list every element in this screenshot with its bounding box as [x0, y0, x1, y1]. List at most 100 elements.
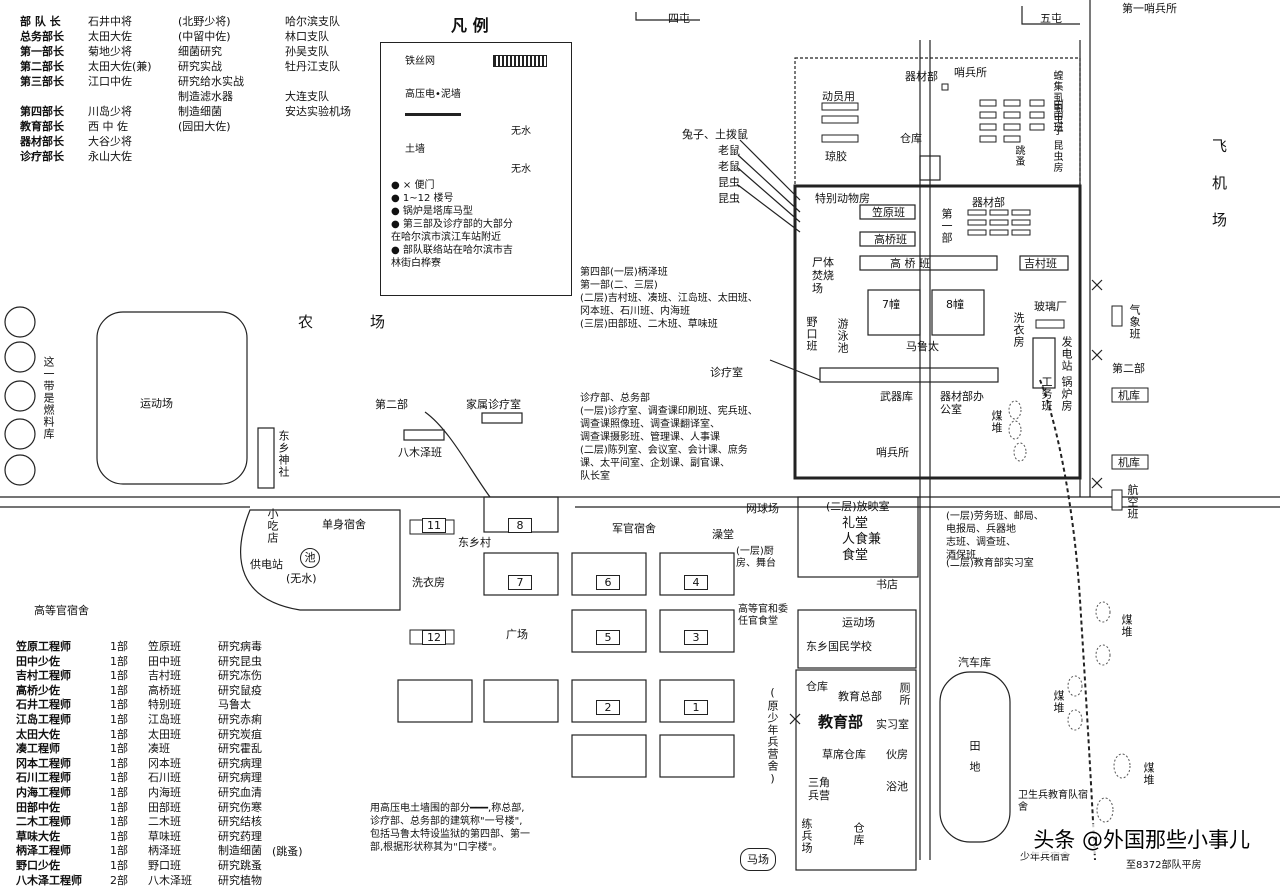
legend-box: 凡 例 铁丝网 高压电•泥墙 无水 土墙 无水 ● × 便门● 1~12 楼号●…	[380, 18, 572, 296]
label-equip2: 器材部	[972, 196, 1005, 209]
label-coal-4: 煤堆	[1142, 762, 1155, 786]
label-airfield: 飞机场	[1210, 138, 1228, 249]
building-3: 3	[684, 630, 708, 645]
label-sentry-top: 哨兵所	[954, 66, 987, 79]
building-2: 2	[596, 700, 620, 715]
engineer-teams: 笠原班田中班吉村班 高桥班特别班江岛班 太田班凑班冈本班 石川班内海班田部班 二…	[148, 640, 192, 887]
label-warehouse: 仓库	[900, 132, 922, 145]
label-crafts: 工务班	[1040, 376, 1053, 412]
bottom-note: 用高压电土墙围的部分━━━,称总部,诊疗部、总务部的建筑称"一号楼", 包括马鲁…	[370, 803, 530, 853]
label-shrine: 东乡神社	[277, 430, 290, 478]
label-ware2: 仓库	[806, 680, 828, 693]
label-snack: 小吃店	[266, 508, 279, 544]
building-6: 6	[596, 575, 620, 590]
label-boiler: 锅炉房	[1060, 376, 1073, 412]
label-maruta: 马鲁太	[906, 340, 939, 353]
admin-notes: 诊疗部、总务部(一层)诊疗室、调查课印刷班、宪兵班、 调查课照像班、调查课翻译室…	[580, 393, 758, 482]
label-drill: 练兵场	[800, 818, 813, 854]
personnel-roles: 部 队 长总务部长第一部长 第二部长第三部长 第四部长教育部长器材部长 诊疗部长	[20, 15, 64, 163]
label-hangar-1: 机库	[1118, 389, 1140, 402]
label-bath: 澡堂	[712, 528, 734, 541]
label-garage: 汽车库	[958, 656, 991, 669]
label-animals: 兔子、土拨鼠	[682, 128, 748, 141]
label-insect-1: 昆虫	[718, 176, 740, 189]
label-takahashi-long: 高 桥 班	[890, 257, 930, 270]
label-fuel: 这一带是燃料库	[42, 356, 55, 440]
label-square: 广场	[506, 628, 528, 641]
label-coal-2: 煤堆	[1120, 614, 1133, 638]
label-laundry-r: 洗衣房	[1012, 312, 1025, 348]
wall-line-icon	[405, 113, 461, 116]
label-cinema: (二层)放映室	[826, 500, 890, 513]
label-yagisawa: 八木泽班	[398, 446, 442, 459]
label-tennis: 网球场	[746, 502, 779, 515]
label-insect-2: 昆虫	[718, 192, 740, 205]
label-toilet: 厕所	[898, 682, 911, 706]
building-12: 12	[422, 630, 446, 645]
label-ware3: 仓库	[852, 822, 865, 846]
label-part1: 第一部	[940, 208, 953, 244]
label-sentry1: 第一哨兵所	[1122, 2, 1177, 15]
label-rat-2: 老鼠	[718, 160, 740, 173]
label-clinic: 诊疗室	[710, 366, 743, 379]
label-barn: 草席仓库	[822, 748, 866, 761]
label-b8: 8幢	[946, 298, 964, 311]
label-special-animal: 特别动物房	[815, 192, 870, 205]
label-laundry: 洗衣房	[412, 576, 445, 589]
label-kasahara: 笠原班	[872, 206, 905, 219]
label-edu: 教育部	[818, 713, 864, 731]
personnel-branches: 哈尔滨支队林口支队孙吴支队 牡丹江支队大连支队 安达实验机场	[285, 15, 351, 118]
label-insect-house: 昆虫房	[1051, 140, 1062, 173]
label-practice: 实习室	[876, 718, 909, 731]
label-sitian: 四屯	[668, 12, 690, 25]
label-noguchi: 野口班	[805, 316, 818, 352]
label-mobile: 动员用	[822, 90, 855, 103]
label-b7: 7幢	[882, 298, 900, 311]
building-11: 11	[422, 518, 446, 533]
label-single-dorm: 单身宿舍	[322, 518, 366, 531]
label-kitchen-note: (一层)厨房、舞台	[736, 546, 776, 569]
barbed-wire-icon	[493, 55, 547, 67]
legend-title: 凡 例	[451, 16, 489, 35]
label-tri: 三角兵营	[808, 776, 830, 802]
label-edu-main: 教育总部	[838, 690, 882, 703]
label-youth-barracks: (原少年兵营舍)	[766, 686, 779, 786]
label-field: 田地	[968, 740, 981, 782]
label-part2: 第二部	[375, 398, 408, 411]
label-rat-1: 老鼠	[718, 144, 740, 157]
label-aviation: 航空班	[1126, 484, 1139, 520]
label-part2-right: 第二部	[1112, 362, 1145, 375]
part4-notes: 第四部(一层)柄泽班第一部(二、三层)(二层)吉村班、凑班、江岛班、太田班、 冈…	[580, 267, 758, 330]
label-mess: 伙房	[886, 748, 908, 761]
label-equip-office: 器材部办公室	[940, 390, 984, 416]
building-8: 8	[508, 518, 532, 533]
label-family-clinic: 家属诊疗室	[466, 398, 521, 411]
building-4: 4	[684, 575, 708, 590]
personnel-names: 石井中将太田大佐菊地少将 太田大佐(兼)江口中佐 川岛少将西 中 佐大谷少将 永…	[88, 15, 152, 163]
label-farm-2: 场	[370, 313, 386, 331]
label-wutun: 五屯	[1040, 12, 1062, 25]
label-coal-3: 煤堆	[1052, 690, 1065, 714]
label-bathhouse: 浴池	[886, 780, 908, 793]
legend-nowater-1: 无水	[511, 126, 531, 137]
label-officer-dorm: 军官宿舍	[612, 522, 656, 535]
building-7: 7	[508, 575, 532, 590]
building-5: 5	[596, 630, 620, 645]
label-corpse: 尸体焚烧场	[812, 256, 834, 295]
building-1: 1	[684, 700, 708, 715]
label-pond-note: (无水)	[286, 572, 317, 585]
engineer-research: 研究病毒研究昆虫研究冻伤 研究鼠疫马鲁太研究赤痢 研究炭疽研究霍乱研究病理 研究…	[218, 640, 262, 887]
label-sports2: 运动场	[842, 616, 875, 629]
label-hall: 礼堂 人食兼 食堂	[842, 516, 882, 563]
label-gelatin: 琼胶	[825, 150, 847, 163]
legend-barbed-wire: 铁丝网	[405, 56, 435, 67]
label-horse: 马场	[740, 848, 776, 871]
label-yoshimura: 吉村班	[1024, 257, 1057, 270]
research-note: (跳蚤)	[272, 845, 303, 858]
label-sports: 运动场	[140, 397, 173, 410]
label-flea: 跳蚤	[1013, 145, 1024, 167]
label-weather: 气象班	[1128, 304, 1141, 340]
label-power-supply: 供电站	[250, 558, 283, 571]
